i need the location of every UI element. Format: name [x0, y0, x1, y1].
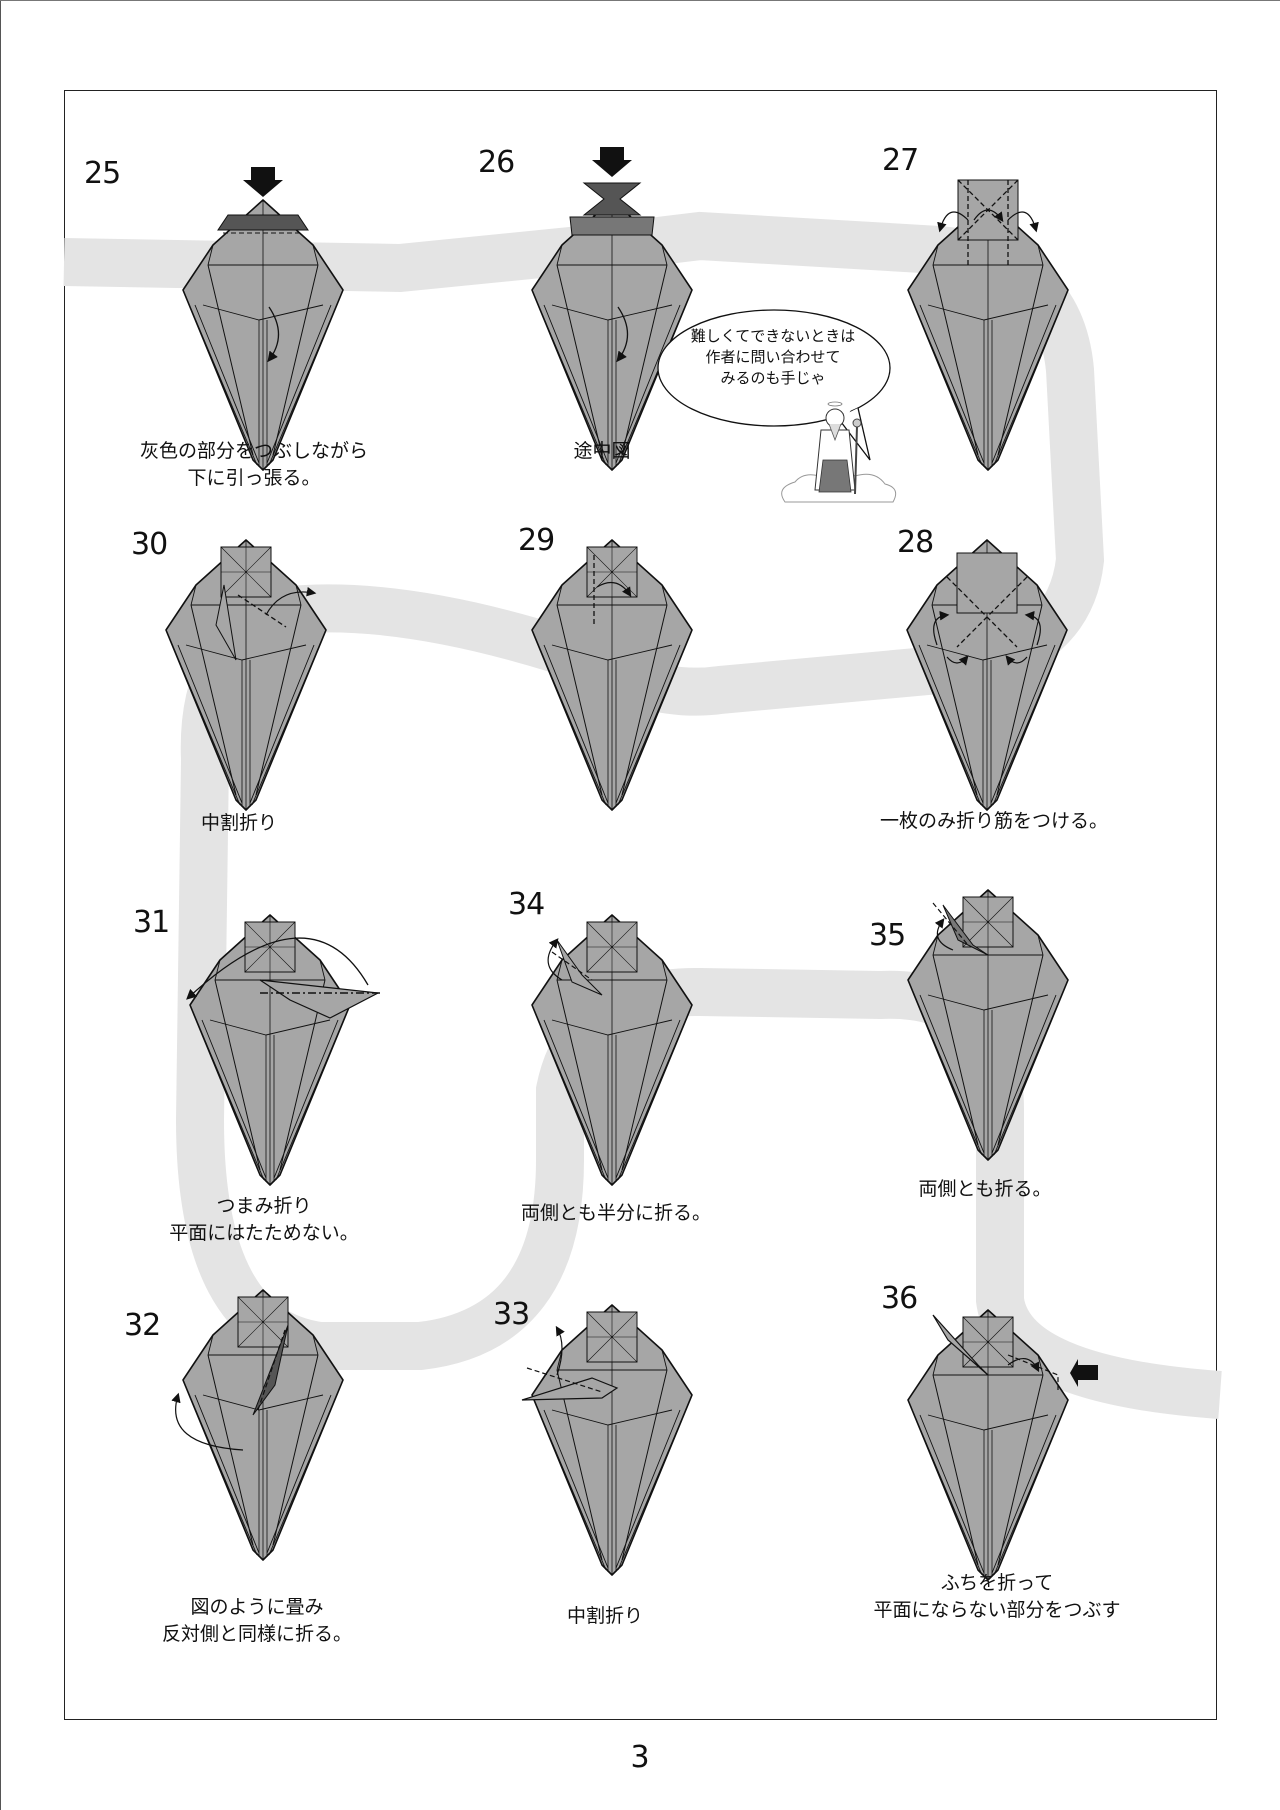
step-33-drawing: [521, 1304, 693, 1576]
step-27-drawing: [907, 179, 1069, 471]
caption-line: 下に引っ張る。: [187, 467, 321, 489]
step-number-27: 27: [882, 143, 919, 178]
caption-line: 反対側と同様に折る。: [161, 1623, 352, 1645]
caption-line: ふちを折って: [940, 1572, 1054, 1594]
diagram-frame: [64, 90, 1217, 1720]
sage-figure: [781, 401, 897, 503]
step-30-drawing: [165, 539, 327, 811]
step-29-drawing: [531, 539, 693, 811]
caption-line: 中割折り: [566, 1605, 643, 1627]
step-35-drawing: [907, 889, 1069, 1161]
caption-step-35: 両側とも折る。: [825, 1176, 1145, 1203]
step-number-33: 33: [493, 1297, 530, 1332]
page-edge-left: [0, 0, 1, 1810]
caption-step-32: 図のように畳み 反対側と同様に折る。: [97, 1594, 417, 1648]
caption-line: 両側とも折る。: [918, 1178, 1052, 1200]
caption-step-26: 途中図: [442, 438, 762, 465]
step-number-31: 31: [133, 905, 170, 940]
step-26-drawing: [531, 147, 693, 471]
caption-line: 中割折り: [200, 812, 277, 834]
caption-line: 平面にはたためない。: [169, 1222, 359, 1244]
caption-step-31: つまみ折り 平面にはたためない。: [104, 1193, 424, 1247]
step-number-32: 32: [124, 1308, 161, 1343]
page-edge-top: [0, 0, 1280, 1]
caption-line: 平面にならない部分をつぶす: [873, 1599, 1121, 1621]
caption-line: 一枚のみ折り筋をつける。: [879, 810, 1108, 832]
page-number: 3: [630, 1740, 650, 1775]
speech-bubble-text: 難しくてできないときは 作者に問い合わせて みるのも手じゃ: [662, 326, 884, 389]
step-number-36: 36: [881, 1281, 918, 1316]
caption-line: 途中図: [573, 440, 631, 462]
speech-line: 作者に問い合わせて: [705, 348, 841, 366]
caption-line: 図のように畳み: [190, 1596, 324, 1618]
speech-line: みるのも手じゃ: [720, 369, 826, 387]
caption-step-34: 両側とも半分に折る。: [456, 1200, 776, 1227]
step-number-29: 29: [518, 523, 555, 558]
step-28-drawing: [906, 539, 1068, 811]
step-32-drawing: [171, 1289, 344, 1561]
caption-step-33: 中割折り: [445, 1603, 765, 1630]
caption-step-28: 一枚のみ折り筋をつける。: [834, 808, 1154, 835]
step-34-drawing: [531, 914, 693, 1186]
caption-step-36: ふちを折って 平面にならない部分をつぶす: [837, 1570, 1157, 1624]
caption-line: つまみ折り: [216, 1195, 312, 1217]
step-25-drawing: [182, 167, 344, 471]
speech-line: 難しくてできないときは: [690, 327, 856, 345]
step-31-drawing: [186, 914, 381, 1186]
step-number-35: 35: [869, 918, 906, 953]
caption-line: 両側とも半分に折る。: [520, 1202, 711, 1224]
step-number-26: 26: [478, 145, 515, 180]
step-36-drawing: [907, 1309, 1098, 1581]
speech-bubble: [657, 309, 891, 461]
step-number-28: 28: [897, 525, 934, 560]
step-number-25: 25: [84, 156, 121, 191]
caption-line: 灰色の部分をつぶしながら: [139, 440, 368, 462]
caption-step-30: 中割折り: [79, 810, 399, 837]
step-number-34: 34: [508, 887, 545, 922]
caption-step-25: 灰色の部分をつぶしながら 下に引っ張る。: [94, 438, 414, 492]
step-number-30: 30: [131, 527, 168, 562]
